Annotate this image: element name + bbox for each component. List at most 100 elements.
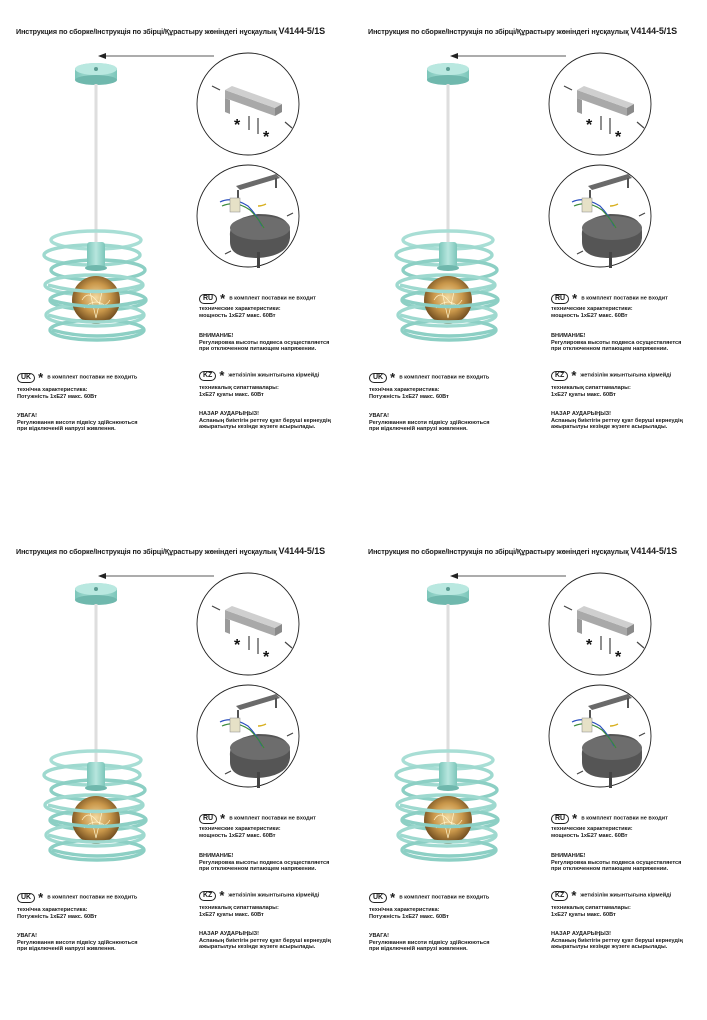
ru-not-included: в комплект поставки не входит	[581, 295, 668, 302]
edison-bulb	[72, 276, 120, 324]
uk-warning-line1: Регулювання висоти підвісу здійснюються	[369, 939, 490, 946]
lamp-holder	[85, 762, 107, 791]
kz-spec-title: техникалық сипаттамалары:	[199, 385, 279, 391]
kz-block: KZ*жеткізілім жиынтығына кірмейді техник…	[199, 369, 331, 431]
ru-block: RU*в комплект поставки не входит техниче…	[551, 291, 681, 353]
uk-warning-line2: при відключеній напрузі живлення.	[17, 946, 116, 953]
ru-not-included: в комплект поставки не входит	[581, 815, 668, 822]
kz-warning-title: НАЗАР АУДАРЫҢЫЗ!	[199, 931, 260, 938]
ru-block: RU*в комплект поставки не входит техниче…	[551, 811, 682, 873]
instruction-panel: Инструкция по сборке/Інструкція по збірц…	[352, 0, 705, 500]
detail-bracket: * *	[548, 572, 652, 676]
uk-warning-title: УВАГА!	[17, 933, 38, 940]
kz-warning-line2: ажыратылуы кезінде жүзеге асырылады.	[551, 424, 668, 431]
uk-spec-title: технічна характеристика:	[17, 907, 88, 913]
uk-block: UK*в комплект поставки не входить техніч…	[369, 891, 490, 953]
model-number: V4144-5/1S	[630, 26, 678, 36]
asterisk-icon: *	[263, 129, 270, 146]
uk-not-included-row: UK*в комплект поставки не входить	[369, 371, 489, 384]
kz-block: KZ*жеткізілім жиынтығына кірмейді техник…	[551, 369, 683, 431]
uk-badge: UK	[17, 893, 36, 903]
model-number: V4144-5/1S	[278, 26, 326, 36]
kz-badge: KZ	[551, 371, 569, 381]
asterisk-icon: *	[586, 637, 593, 654]
uk-spec-title: технічна характеристика:	[17, 387, 88, 393]
uk-spec-title: технічна характеристика:	[369, 907, 440, 913]
uk-not-included-row: UK*в комплект поставки не входить	[369, 891, 489, 904]
ru-spec-value: мощность 1хE27 макс. 60Вт	[199, 832, 276, 839]
detail-canopy-wiring	[196, 684, 300, 788]
kz-not-included-row: KZ*жеткізілім жиынтығына кірмейді	[551, 888, 683, 903]
spiral-front	[47, 283, 147, 338]
ru-spec-title: технические характеристики:	[199, 306, 281, 312]
ru-badge: RU	[199, 814, 218, 824]
ceiling-canopy	[75, 583, 117, 605]
kz-spec-value: 1хE27 қуаты макс. 60Вт	[551, 911, 616, 918]
kz-warning-line1: Аспаның биіктігін реттеу қуат беруші кер…	[551, 937, 683, 944]
detail-bracket: * *	[196, 52, 300, 156]
uk-warning-line1: Регулювання висоти підвісу здійснюються	[369, 419, 490, 426]
ru-spec-value: мощность 1хE27 макс. 60Вт	[551, 832, 628, 839]
spiral-front	[399, 283, 499, 338]
screw-icon	[211, 605, 293, 654]
kz-not-included: жеткізілім жиынтығына кірмейді	[228, 892, 320, 899]
ru-spec-value: мощность 1хE27 макс. 60Вт	[199, 312, 276, 319]
instruction-title: Инструкция по сборке/Інструкція по збірц…	[16, 546, 325, 556]
screw-icon	[563, 85, 645, 134]
asterisk-icon: *	[615, 129, 622, 146]
uk-badge: UK	[369, 893, 388, 903]
asterisk-icon: *	[572, 291, 578, 306]
ceiling-canopy	[75, 63, 117, 85]
ru-block: RU*в комплект поставки не входит техниче…	[199, 292, 329, 353]
instruction-panel: Инструкция по сборке/Інструкція по збірц…	[0, 520, 353, 1020]
title-text: Инструкция по сборке/Інструкція по збірц…	[16, 27, 277, 36]
asterisk-icon: *	[572, 811, 578, 826]
ru-warning-line2: при отключенном питающем напряжении.	[199, 866, 317, 873]
ru-warning-line1: Регулировка высоты подвеса осуществляетс…	[551, 859, 682, 866]
ru-warning-line2: при отключенном питающем напряжении.	[551, 346, 669, 353]
kz-badge: KZ	[199, 891, 217, 901]
uk-warning-line1: Регулювання висоти підвісу здійснюються	[17, 419, 138, 426]
edison-bulb	[424, 796, 472, 844]
kz-spec-value: 1хE27 қуаты макс. 60Вт	[199, 911, 264, 918]
model-number: V4144-5/1S	[630, 546, 678, 556]
ru-badge: RU	[199, 294, 218, 304]
detail-canopy-wiring	[548, 164, 652, 268]
ru-warning-title: ВНИМАНИЕ!	[551, 333, 586, 340]
uk-badge: UK	[369, 373, 388, 383]
asterisk-icon: *	[586, 117, 593, 134]
kz-spec-value: 1хE27 қуаты макс. 60Вт	[199, 391, 264, 398]
kz-badge: KZ	[199, 371, 217, 381]
screw-icon	[563, 605, 645, 654]
kz-warning-line1: Аспаның биіктігін реттеу қуат беруші кер…	[551, 417, 683, 424]
arrow-icon	[450, 573, 566, 579]
kz-warning-title: НАЗАР АУДАРЫҢЫЗ!	[551, 411, 612, 418]
kz-block: KZ*жеткізілім жиынтығына кірмейді техник…	[551, 888, 683, 951]
uk-warning-line2: при відключеній напрузі живлення.	[369, 946, 468, 953]
uk-block: UK*в комплект поставки не входить техніч…	[369, 371, 490, 433]
kz-not-included-row: KZ*жеткізілім жиынтығына кірмейді	[199, 889, 331, 902]
arrow-icon	[98, 53, 214, 59]
spiral-front	[399, 803, 499, 858]
uk-warning-title: УВАГА!	[369, 413, 390, 420]
asterisk-icon: *	[234, 637, 241, 654]
detail-canopy-wiring	[548, 684, 652, 788]
instruction-title: Инструкция по сборке/Інструкція по збірц…	[368, 26, 677, 36]
kz-warning-line2: ажыратылуы кезінде жүзеге асырылады.	[199, 424, 316, 431]
uk-spec-value: Потужність 1хE27 макс. 60Вт	[17, 913, 97, 920]
instruction-panel: Инструкция по сборке/Інструкція по збірц…	[0, 0, 353, 500]
assembly-illustration: * *	[394, 52, 652, 342]
kz-not-included: жеткізілім жиынтығына кірмейді	[580, 892, 672, 899]
kz-not-included-row: KZ*жеткізілім жиынтығына кірмейді	[551, 369, 683, 382]
screw-icon	[224, 732, 294, 775]
ru-spec-value: мощность 1хE27 макс. 60Вт	[551, 312, 628, 319]
ru-warning-title: ВНИМАНИЕ!	[199, 333, 234, 340]
lamp-holder	[437, 242, 459, 271]
asterisk-icon: *	[571, 888, 577, 903]
uk-spec-title: технічна характеристика:	[369, 387, 440, 393]
kz-not-included: жеткізілім жиынтығына кірмейді	[228, 372, 320, 379]
ru-warning-title: ВНИМАНИЕ!	[199, 853, 234, 860]
uk-block: UK*в комплект поставки не входить техніч…	[17, 891, 137, 953]
ru-badge: RU	[551, 294, 570, 304]
title-text: Инструкция по сборке/Інструкція по збірц…	[368, 27, 629, 36]
